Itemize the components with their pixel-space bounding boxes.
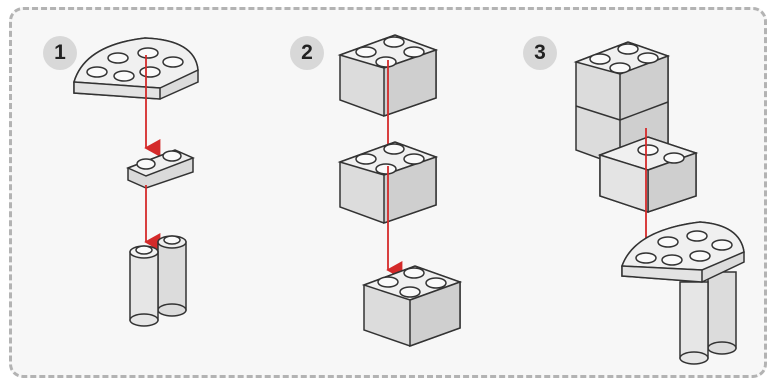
half-round-plate	[73, 37, 199, 100]
step-1-badge: 1	[43, 36, 77, 70]
brick-stack-upper	[573, 41, 671, 168]
round-brick-pair	[129, 235, 187, 327]
step-2-badge: 2	[290, 36, 324, 70]
brick-2x2-top	[337, 34, 439, 118]
brick-stack-lower	[597, 136, 699, 214]
step-1-assembly	[620, 221, 745, 365]
plate-1x2	[126, 149, 195, 189]
step-3-badge: 3	[523, 36, 557, 70]
brick-2x2-bottom	[361, 265, 463, 348]
